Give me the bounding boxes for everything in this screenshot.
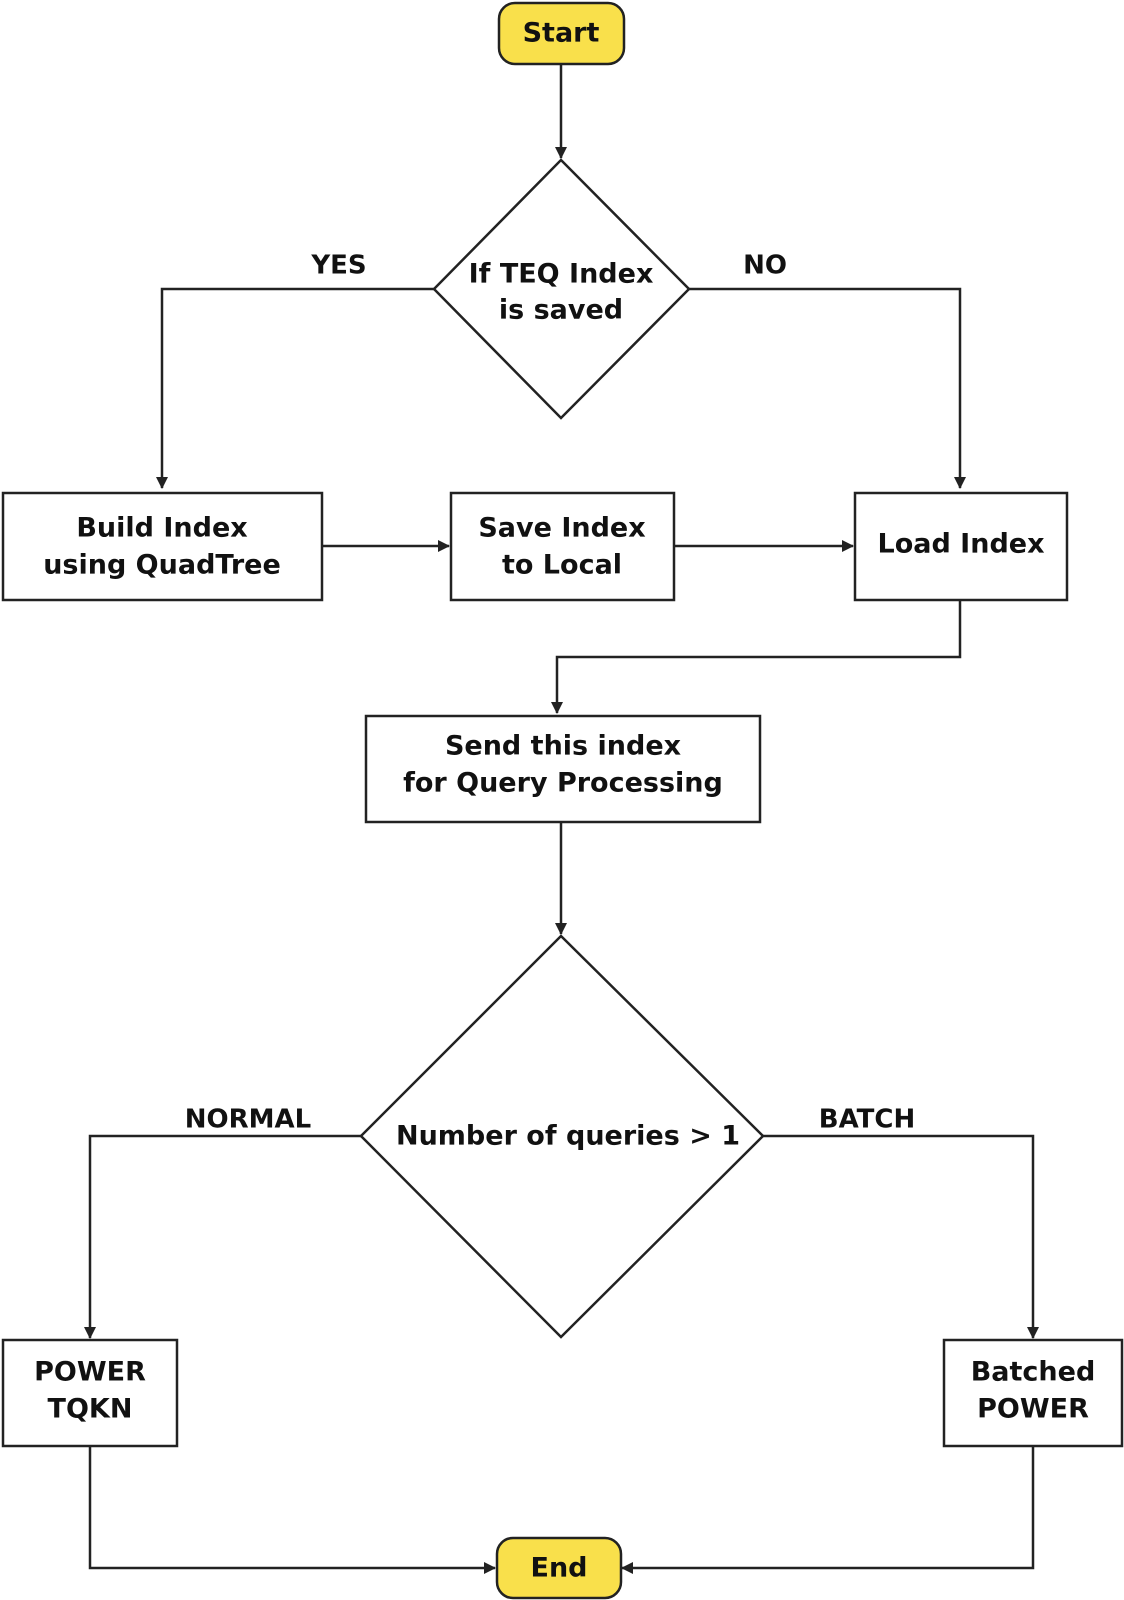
save-index-label-line1: Save Index	[478, 513, 645, 544]
edge-power-to-end	[88, 1446, 496, 1574]
send-index-label-line1: Send this index	[445, 731, 681, 762]
decision-number-of-queries	[359, 934, 765, 1339]
start-terminal	[497, 1, 626, 66]
power-tqkn-label-line1: POWER	[34, 1357, 146, 1388]
edge-label-batch: BATCH	[819, 1105, 916, 1135]
build-index-label-line2: using QuadTree	[43, 550, 281, 581]
power-tqkn-box	[1, 1338, 179, 1448]
edge-yes-to-build	[156, 287, 434, 489]
start-label: Start	[523, 18, 600, 49]
save-index-box	[449, 491, 676, 602]
build-index-box	[1, 491, 324, 602]
send-index-box	[364, 714, 762, 824]
edge-normal-to-power	[84, 1134, 361, 1339]
save-index-label-line2: to Local	[502, 550, 622, 581]
batched-power-label-line1: Batched	[971, 1357, 1096, 1388]
edge-label-yes: YES	[310, 251, 366, 281]
edge-label-normal: NORMAL	[185, 1105, 311, 1135]
power-tqkn-label-line2: TQKN	[48, 1394, 133, 1425]
edge-batch-to-batched	[763, 1134, 1039, 1339]
decision-index-saved-label-line1: If TEQ Index	[469, 259, 654, 290]
decision-index-saved	[432, 158, 691, 420]
decision-index-saved-label-line2: is saved	[499, 295, 623, 326]
edge-batched-to-end	[621, 1446, 1035, 1574]
end-terminal	[495, 1536, 623, 1600]
send-index-label-line2: for Query Processing	[403, 768, 723, 799]
end-label: End	[531, 1553, 588, 1584]
batched-power-box	[942, 1338, 1124, 1448]
build-index-label-line1: Build Index	[76, 513, 247, 544]
load-index-box	[853, 491, 1069, 602]
decision-number-of-queries-label: Number of queries > 1	[396, 1121, 740, 1152]
batched-power-label-line2: POWER	[977, 1394, 1089, 1425]
edge-no-to-load	[689, 287, 966, 489]
edge-label-no: NO	[743, 251, 787, 281]
load-index-label: Load Index	[877, 529, 1044, 560]
edge-load-to-send	[551, 600, 962, 714]
